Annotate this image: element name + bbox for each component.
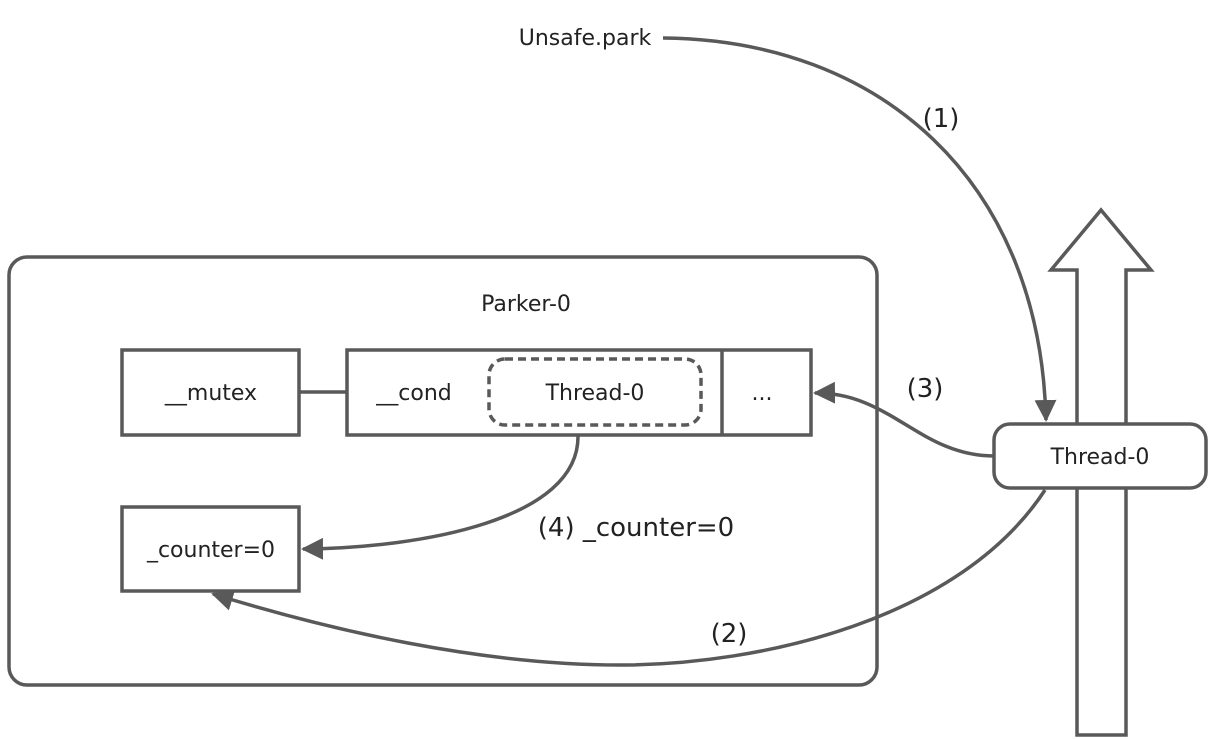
cond-waiting-thread-label: Thread-0 xyxy=(545,381,645,406)
arrow-step-4 xyxy=(301,434,580,560)
arrow-step-3 xyxy=(813,381,995,458)
step-2-label: (2) xyxy=(711,619,748,649)
thread-label: Thread-0 xyxy=(1050,445,1150,470)
mutex-node: __mutex xyxy=(120,348,301,437)
counter-label: _counter=0 xyxy=(146,538,275,563)
cond-node: __cond Thread-0 ... xyxy=(345,348,813,437)
ellipsis-label: ... xyxy=(752,381,773,406)
cond-waiting-thread xyxy=(487,357,703,427)
counter-node: _counter=0 xyxy=(120,505,301,593)
step-3-label: (3) xyxy=(907,374,944,404)
mutex-label: __mutex xyxy=(164,381,257,406)
arrow-step-2 xyxy=(211,489,1047,667)
arrow-step-1 xyxy=(662,36,1057,422)
step-1-label: (1) xyxy=(923,104,960,134)
unsafe-park-label: Unsafe.park xyxy=(519,26,652,51)
thread-node: Thread-0 xyxy=(992,422,1208,490)
cond-label: __cond xyxy=(375,381,451,406)
parker-title: Parker-0 xyxy=(481,292,571,317)
step-4-label: (4) _counter=0 xyxy=(538,513,734,543)
